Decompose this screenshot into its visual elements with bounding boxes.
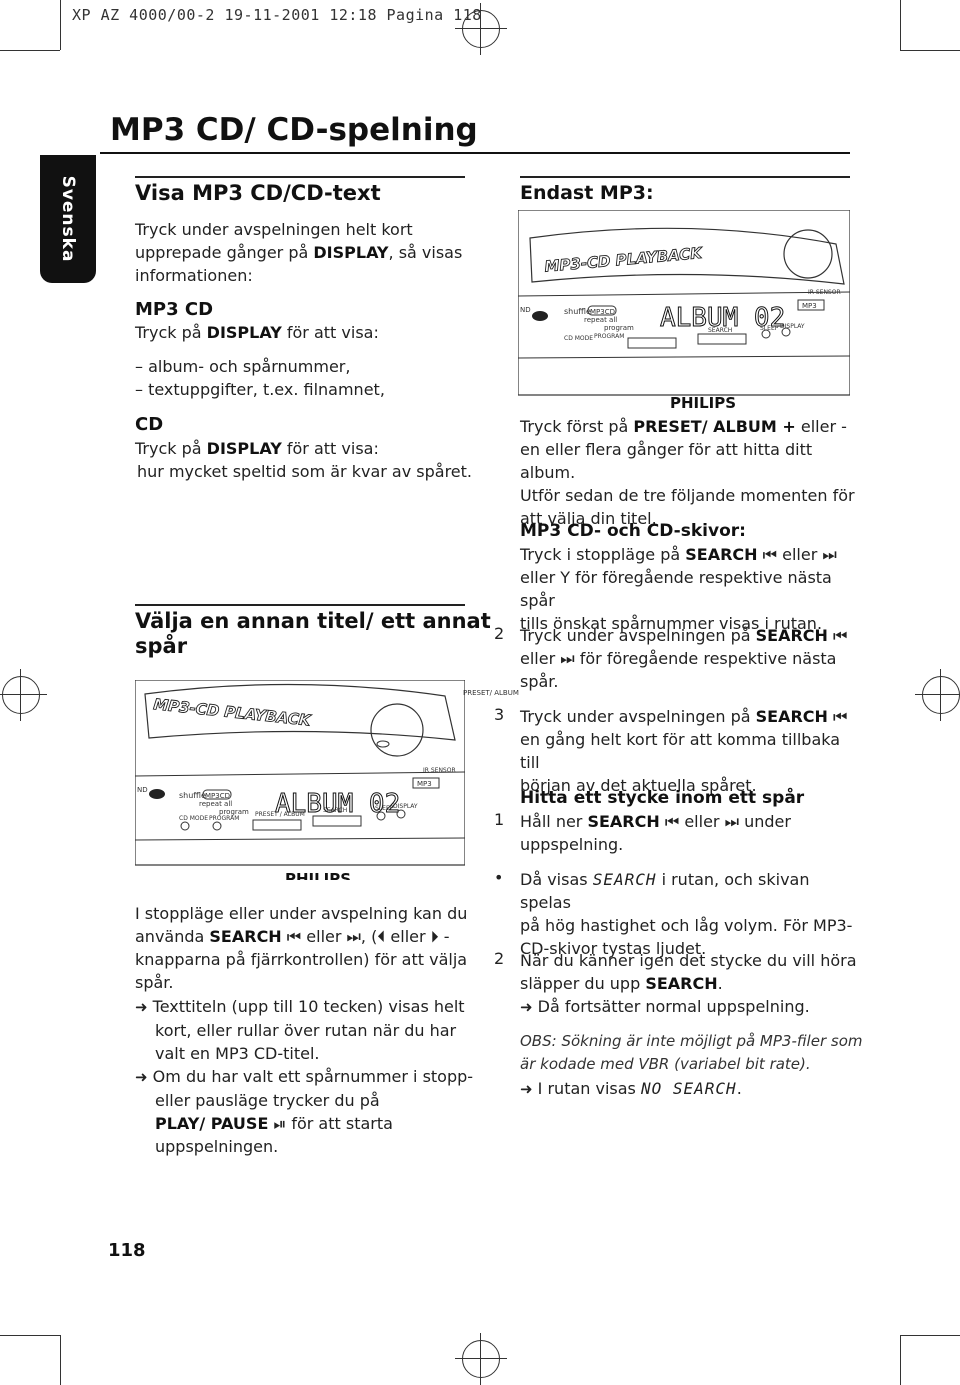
- device-illustration: MP3-CD PLAYBACK ND shuffle MP3CD repeat …: [517, 209, 851, 412]
- registration-mark: [455, 1333, 507, 1385]
- crop-mark: [900, 50, 960, 51]
- svg-text:CD MODE: CD MODE: [564, 335, 593, 342]
- svg-text:SLEEP: SLEEP: [760, 325, 779, 332]
- step-number: 3: [494, 705, 505, 724]
- step-number: 2: [494, 624, 505, 643]
- page-number: 118: [108, 1240, 146, 1261]
- registration-mark: [455, 3, 507, 55]
- crop-mark: [900, 0, 901, 50]
- registration-mark: [0, 669, 47, 721]
- intro-text: Tryck under avspelningen helt kort uppre…: [135, 220, 463, 285]
- cd-subheading: CD: [135, 414, 164, 435]
- svg-text:shuffle: shuffle: [179, 791, 206, 800]
- svg-text:MP3: MP3: [802, 302, 817, 310]
- device-lcd: ALBUM 02: [660, 303, 785, 333]
- mp3-instruction: Tryck på DISPLAY för att visa:: [135, 323, 379, 342]
- step-text: När du känner igen det stycke du vill hö…: [520, 951, 857, 1016]
- brand-logo: PHILIPS: [670, 394, 736, 410]
- crop-mark: [900, 1335, 960, 1336]
- mp3-subheading: MP3 CD: [135, 299, 214, 320]
- svg-text:CD MODE: CD MODE: [179, 815, 208, 822]
- svg-text:SLEEP: SLEEP: [375, 805, 394, 812]
- step-text: Tryck under avspelningen på SEARCH ⏮ en …: [520, 707, 848, 795]
- result-text: ➜ Om du har valt ett spårnummer i stopp-…: [135, 1067, 474, 1156]
- svg-text:SEARCH: SEARCH: [323, 807, 347, 814]
- svg-text:SEARCH: SEARCH: [708, 327, 732, 334]
- bullet-text: Då visas SEARCH i rutan, och skivan spel…: [520, 870, 853, 958]
- section-heading: Endast MP3:: [520, 182, 654, 204]
- cd-player-drawing: MP3-CD PLAYBACK ND shuffle MP3CD repeat …: [517, 209, 851, 412]
- mp3-item: – album- och spårnummer,: [135, 357, 351, 376]
- title-rule: [100, 152, 850, 154]
- section-heading: Visa MP3 CD/CD-text: [135, 181, 381, 205]
- svg-text:repeat all: repeat all: [199, 800, 232, 808]
- bullet-symbol: •: [494, 868, 504, 887]
- svg-text:shuffle: shuffle: [564, 307, 591, 316]
- svg-text:ND: ND: [137, 786, 148, 794]
- language-tab: Svenska: [40, 155, 96, 283]
- result-text: ➜ Texttiteln (upp till 10 tecken) visas …: [135, 997, 465, 1063]
- device-lcd: ALBUM 02: [275, 789, 400, 819]
- crop-mark: [900, 1335, 901, 1385]
- section-rule: [520, 176, 850, 178]
- svg-text:repeat all: repeat all: [584, 316, 617, 324]
- print-header: XP AZ 4000/00-2 19-11-2001 12:18 Pagina …: [72, 6, 482, 24]
- crop-mark: [0, 1335, 60, 1336]
- svg-text:PRESET / ALBUM: PRESET / ALBUM: [255, 811, 305, 818]
- discs-heading: MP3 CD- och CD-skivor:: [520, 521, 746, 541]
- device-illustration: MP3-CD PLAYBACK ND shuffle MP3CD repeat …: [134, 679, 466, 888]
- step-number: 2: [494, 949, 505, 968]
- section-rule: [135, 176, 465, 178]
- svg-text:MP3: MP3: [417, 780, 432, 788]
- svg-text:PROGRAM: PROGRAM: [209, 815, 239, 822]
- crop-mark: [0, 50, 60, 51]
- discs-text: Tryck i stoppläge på SEARCH ⏮ eller ⏭ el…: [520, 545, 837, 633]
- cd-instruction: Tryck på DISPLAY för att visa:: [135, 439, 379, 458]
- section-rule: [135, 604, 465, 606]
- step-number: 1: [494, 810, 505, 829]
- svg-text:DISPLAY: DISPLAY: [780, 323, 805, 330]
- svg-text:program: program: [604, 324, 634, 332]
- callout-label: PRESET/ ALBUM: [463, 689, 519, 697]
- step-text: Tryck under avspelningen på SEARCH ⏮ ell…: [520, 626, 848, 691]
- find-heading: Hitta ett stycke inom ett spår: [520, 788, 805, 808]
- registration-mark: [915, 669, 960, 721]
- page-title: MP3 CD/ CD-spelning: [110, 112, 478, 148]
- svg-text:IR SENSOR: IR SENSOR: [423, 767, 456, 774]
- search-paragraph: I stoppläge eller under avspelning kan d…: [135, 904, 468, 992]
- cd-player-drawing: MP3-CD PLAYBACK ND shuffle MP3CD repeat …: [134, 679, 466, 888]
- section-heading: Välja en annan titel/ ett annat spår: [135, 609, 491, 658]
- svg-text:MP3CD: MP3CD: [205, 792, 230, 800]
- brand-logo: PHILIPS: [285, 870, 351, 880]
- svg-text:PROGRAM: PROGRAM: [594, 333, 624, 340]
- crop-mark: [60, 1335, 61, 1385]
- svg-text:program: program: [219, 808, 249, 816]
- preset-text: Tryck först på PRESET/ ALBUM + eller - e…: [520, 417, 855, 528]
- cd-item: hur mycket speltid som är kvar av spåret…: [137, 462, 472, 481]
- obs-note: OBS: Sökning är inte möjligt på MP3-file…: [520, 1032, 863, 1073]
- obs-result: ➜ I rutan visas NO SEARCH.: [520, 1079, 742, 1098]
- crop-mark: [60, 0, 61, 50]
- svg-text:DISPLAY: DISPLAY: [393, 803, 418, 810]
- step-text: Håll ner SEARCH ⏮ eller ⏭ under uppspeln…: [520, 812, 791, 854]
- mp3-item: – textuppgifter, t.ex. filnamnet,: [135, 380, 385, 399]
- svg-text:IR SENSOR: IR SENSOR: [808, 289, 841, 296]
- svg-text:MP3CD: MP3CD: [590, 308, 615, 316]
- svg-text:ND: ND: [520, 306, 531, 314]
